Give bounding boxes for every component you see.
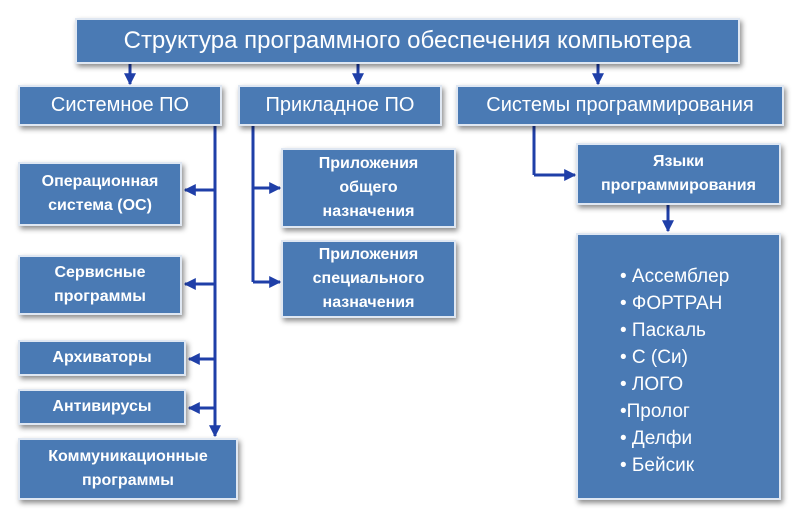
category-programming-label: Системы программирования xyxy=(486,94,754,116)
language-basic: • Бейсик xyxy=(620,455,695,476)
category-programming-systems: Системы программирования xyxy=(456,85,784,126)
item-communication-programs: Коммуникационные программы xyxy=(18,438,238,500)
category-applied-label: Прикладное ПО xyxy=(265,94,415,116)
item-special-applications: Приложения специального назначения xyxy=(281,240,456,318)
item-general-applications-label: Приложения общего назначения xyxy=(318,155,419,220)
item-communication-programs-label: Коммуникационные программы xyxy=(48,448,208,489)
item-antivirus-label: Антивирусы xyxy=(52,398,152,415)
language-c: • С (Си) xyxy=(620,347,688,368)
diagram-title: Структура программного обеспечения компь… xyxy=(75,18,740,64)
item-service-programs-label: Сервисные программы xyxy=(54,264,146,305)
diagram-title-text: Структура программного обеспечения компь… xyxy=(123,27,692,54)
item-archivers: Архиваторы xyxy=(18,340,186,376)
category-system-label: Системное ПО xyxy=(50,94,190,116)
item-archivers-label: Архиваторы xyxy=(52,349,152,366)
language-prolog: •Пролог xyxy=(620,401,690,422)
item-service-programs: Сервисные программы xyxy=(18,255,182,315)
category-system-software: Системное ПО xyxy=(18,85,222,126)
item-general-applications: Приложения общего назначения xyxy=(281,148,456,228)
language-delphi: • Делфи xyxy=(620,428,693,449)
language-assembler: • Ассемблер xyxy=(620,266,730,287)
item-programming-languages: Языки программирования xyxy=(576,143,781,205)
item-programming-languages-label: Языки программирования xyxy=(601,153,756,194)
language-logo: • ЛОГО xyxy=(620,374,684,395)
item-antivirus: Антивирусы xyxy=(18,389,186,425)
category-applied-software: Прикладное ПО xyxy=(238,85,442,126)
language-list: • Ассемблер • ФОРТРАН • Паскаль • С (Си)… xyxy=(620,263,729,479)
item-operating-system: Операционная система (ОС) xyxy=(18,162,182,226)
item-special-applications-label: Приложения специального назначения xyxy=(312,246,425,311)
language-list-box: • Ассемблер • ФОРТРАН • Паскаль • С (Си)… xyxy=(576,233,781,500)
language-pascal: • Паскаль xyxy=(620,320,706,341)
language-fortran: • ФОРТРАН xyxy=(620,293,723,314)
item-operating-system-label: Операционная система (ОС) xyxy=(41,173,159,214)
